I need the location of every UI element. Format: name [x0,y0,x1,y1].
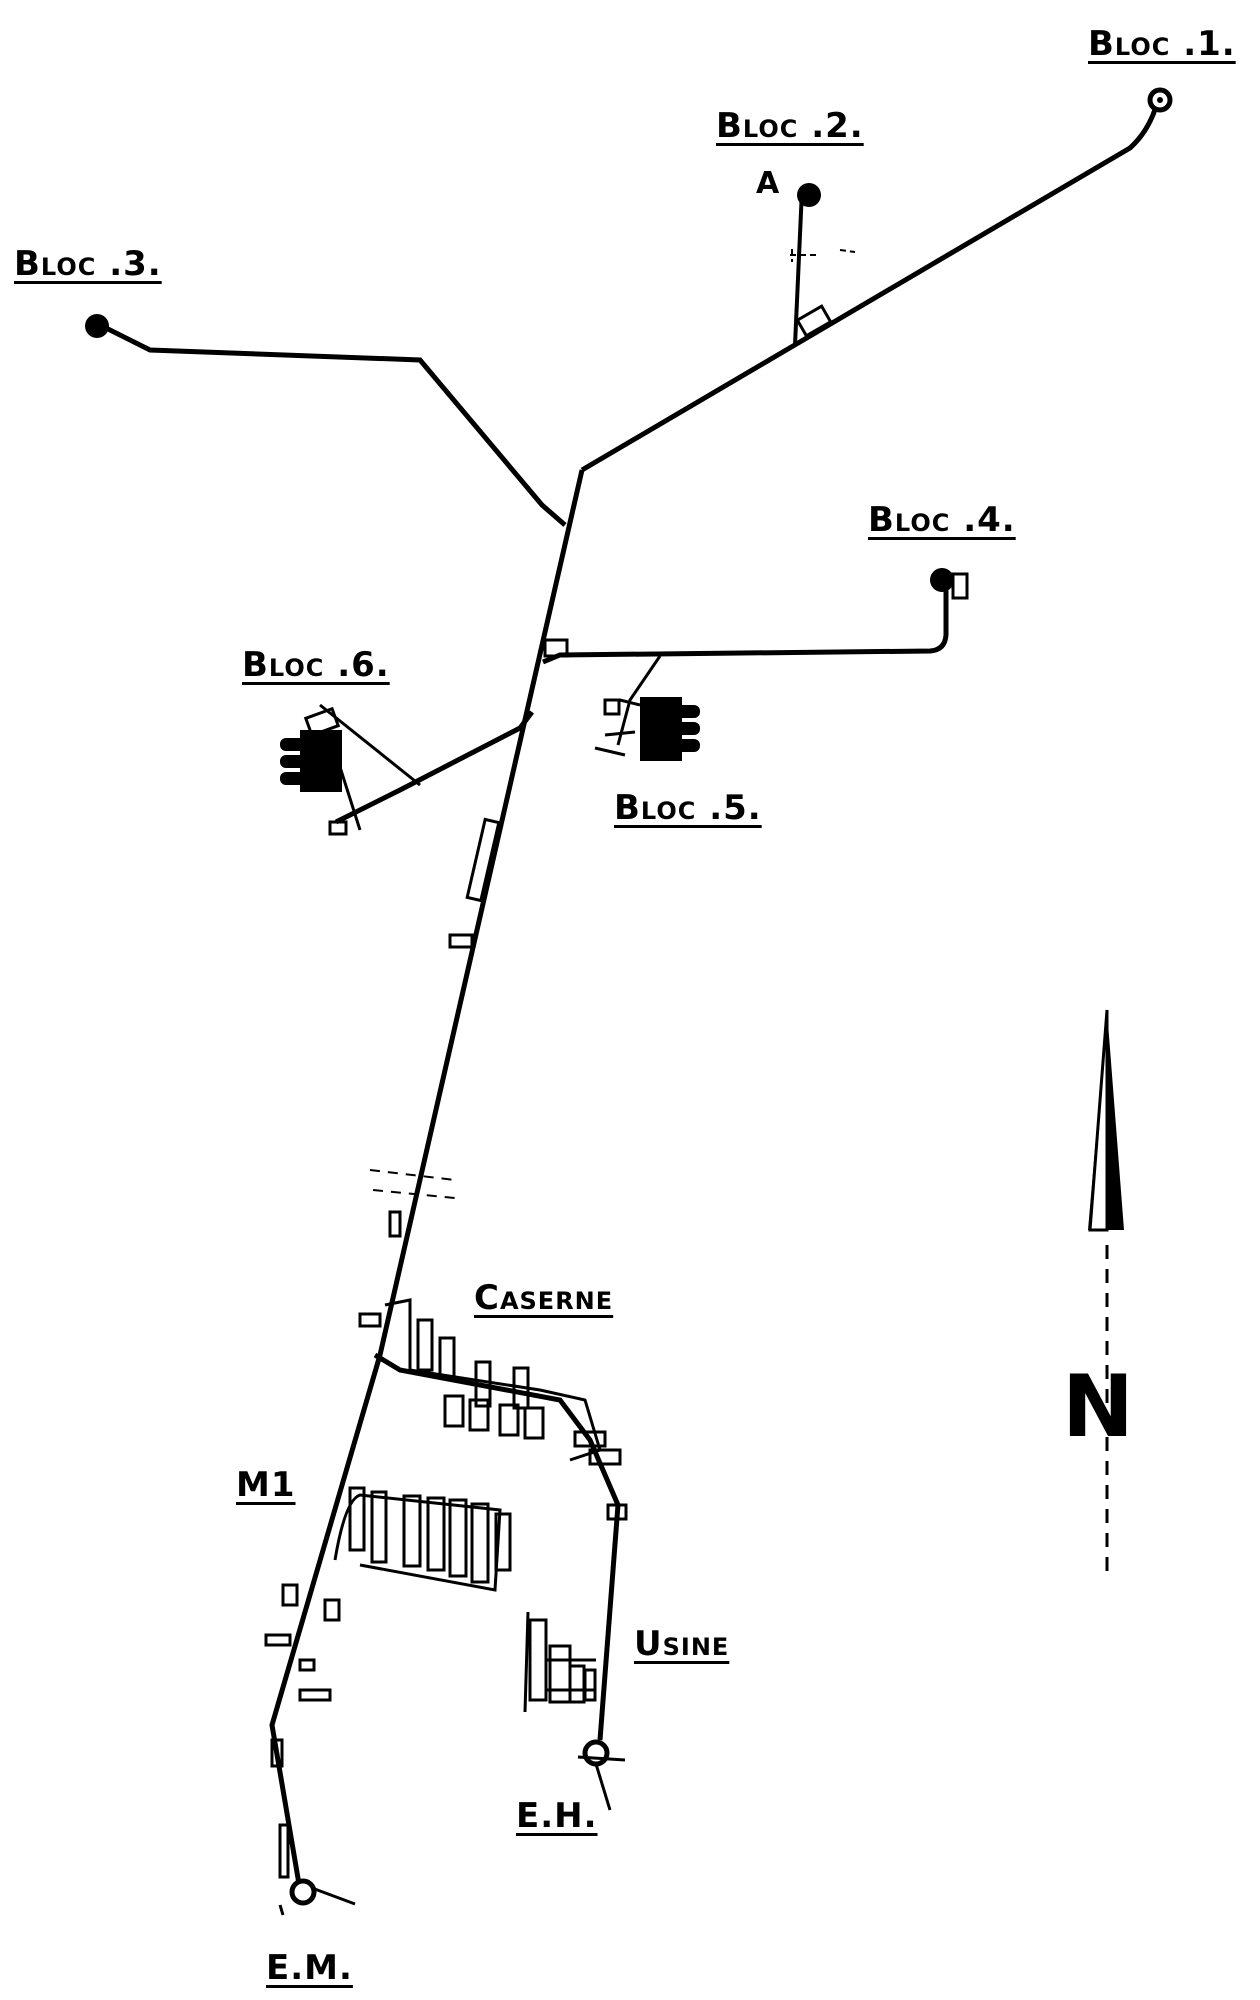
bloc-6-casemate [280,706,348,836]
usine-gallery [597,1504,621,1741]
label-em: E.M. [266,1948,353,1988]
label-bloc-2: Bloc .2. [716,106,864,146]
gallery-chamber [388,1210,402,1238]
em-entrance [278,1878,356,1916]
gallery-crossing [369,1169,456,1199]
gallery-bloc-3 [98,322,567,527]
gallery-chamber [543,638,569,658]
gallery-chamber [465,817,501,903]
gallery-bloc-4 [542,585,949,665]
gallery-bloc-6 [334,710,534,825]
bloc-2-marker: A [756,166,781,201]
bloc-2-chamber [795,304,833,338]
label-m1: M1 [236,1465,296,1505]
gallery-bloc-1 [580,99,1161,473]
caserne-gallery [373,1352,621,1506]
label-bloc-3: Bloc .3. [14,244,162,284]
eh-entrance [577,1739,626,1811]
north-letter: N [1062,1357,1134,1457]
label-bloc-4: Bloc .4. [868,500,1016,540]
m1-side-chambers [264,1583,341,1879]
bloc-2-turret [790,183,856,262]
gallery-chamber [448,933,474,949]
label-usine: Usine [634,1624,730,1664]
main-gallery [269,469,585,1891]
bloc-3-turret [85,314,109,338]
gallery-bloc-2 [793,189,804,346]
label-bloc-1: Bloc .1. [1088,24,1236,64]
label-eh: E.H. [516,1796,598,1836]
m1-magazine [333,1486,512,1592]
bloc-5-casemate [594,697,700,761]
label-bloc-5: Bloc .5. [614,788,762,828]
label-caserne: Caserne [474,1278,614,1318]
bloc-1-turret [1147,87,1173,113]
caserne-rooms [358,1312,628,1521]
gallery-bloc-5 [616,655,662,746]
north-arrow [1088,1009,1124,1580]
usine-block [523,1611,597,1713]
label-bloc-6: Bloc .6. [242,645,390,685]
bloc-4-turret [930,568,969,600]
